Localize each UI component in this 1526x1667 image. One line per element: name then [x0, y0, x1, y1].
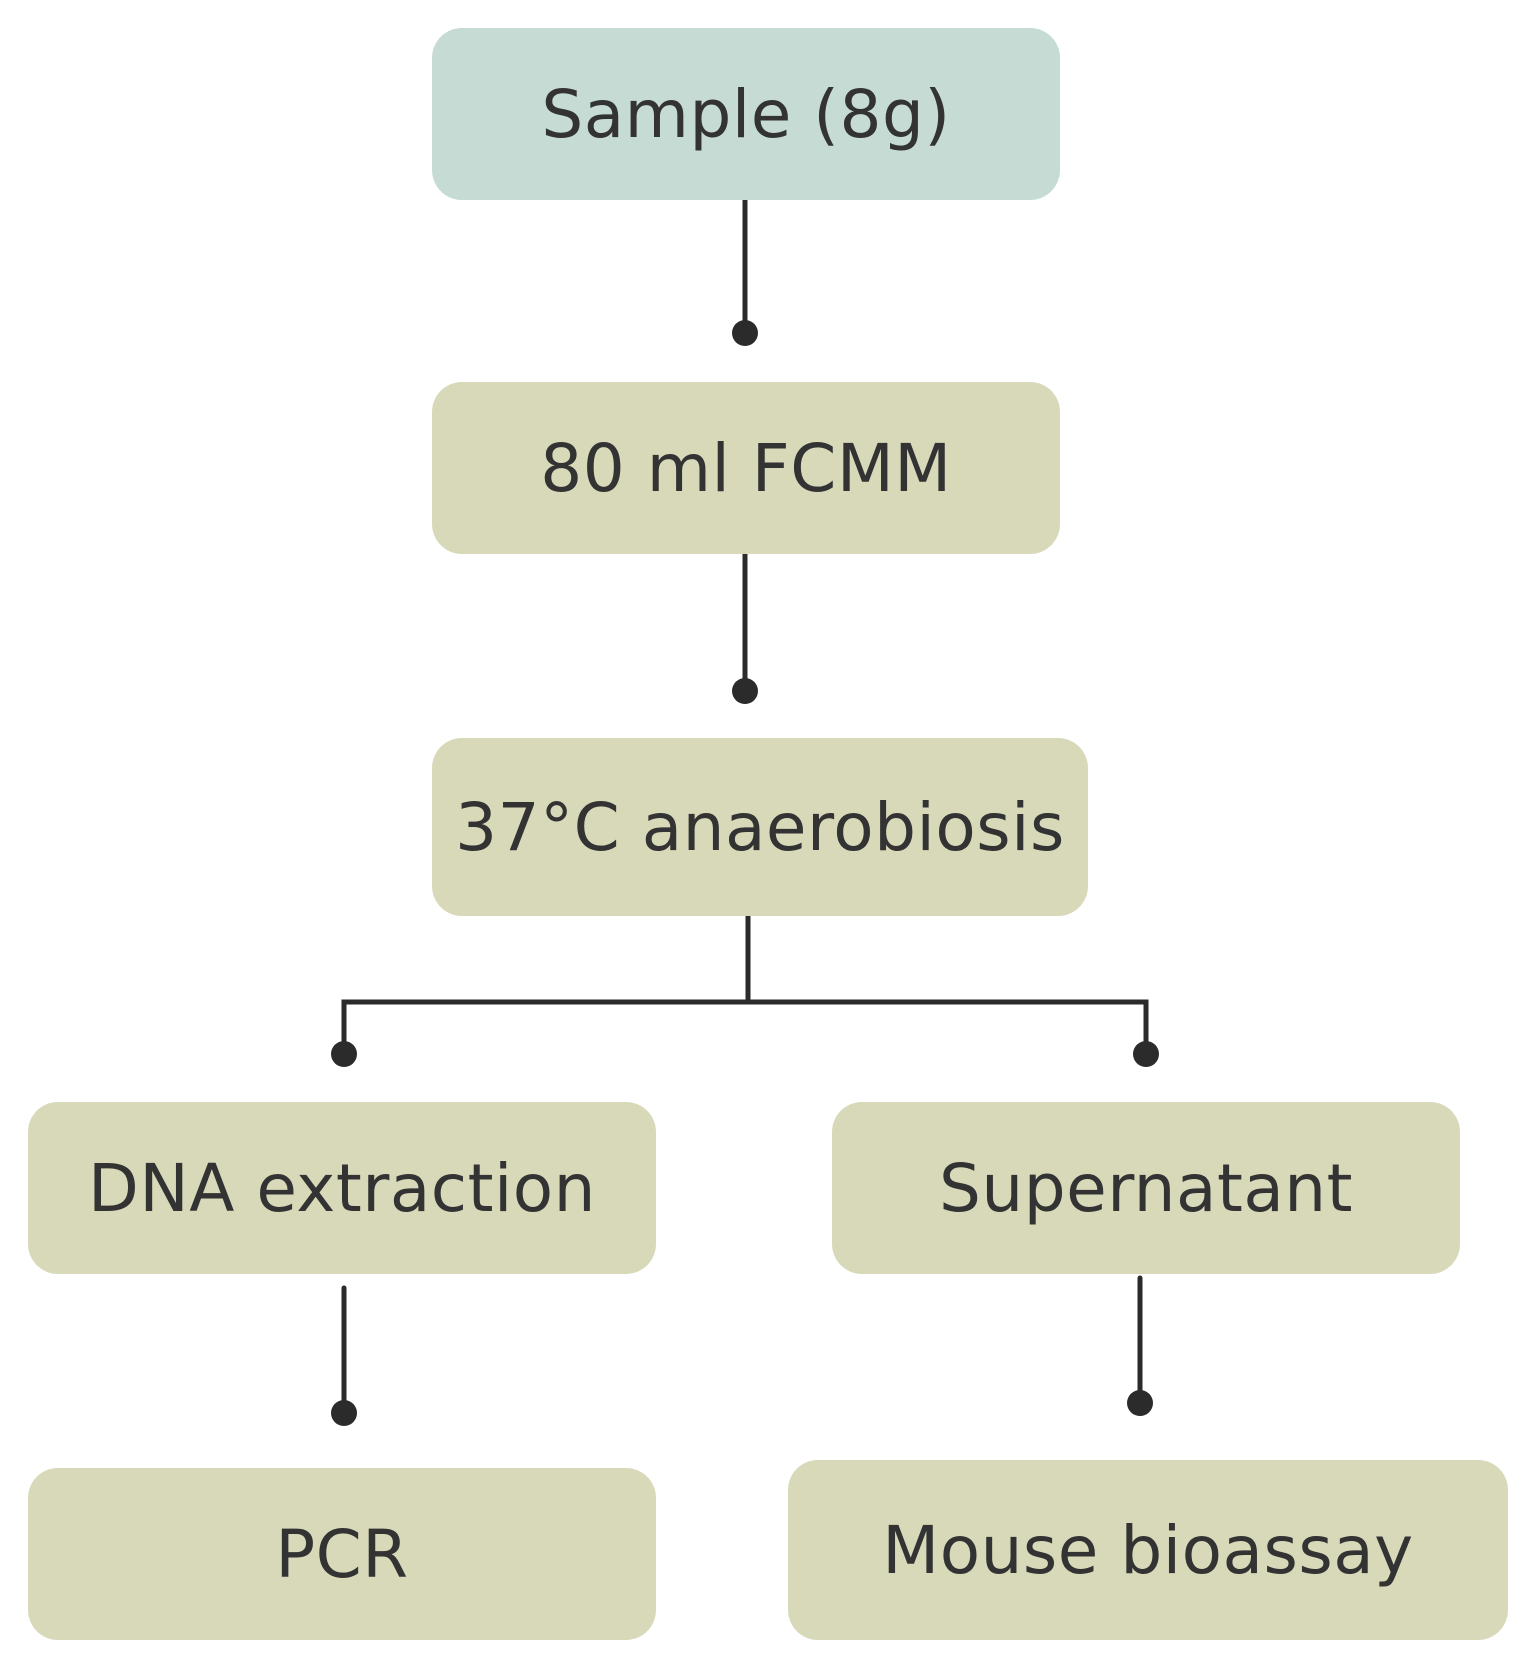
- node-mouse-bioassay: Mouse bioassay: [788, 1460, 1508, 1640]
- connector-dot-pcr: [331, 1400, 357, 1426]
- node-supernatant-label: Supernatant: [938, 1149, 1353, 1227]
- node-pcr: PCR: [28, 1468, 656, 1640]
- node-supernatant: Supernatant: [832, 1102, 1460, 1274]
- connector-dot-anaerobiosis: [732, 678, 758, 704]
- node-fcmm-label: 80 ml FCMM: [540, 429, 952, 507]
- connector-dot-dna-extraction: [331, 1041, 357, 1067]
- node-sample-label: Sample (8g): [541, 75, 951, 153]
- connector-branch-bar: [341, 999, 1149, 1055]
- connector-dot-mouse-bioassay: [1127, 1390, 1153, 1416]
- node-mouse-bioassay-label: Mouse bioassay: [882, 1511, 1414, 1589]
- node-anaerobiosis-label: 37°C anaerobiosis: [455, 788, 1065, 866]
- node-dna-extraction-label: DNA extraction: [88, 1149, 596, 1227]
- node-anaerobiosis: 37°C anaerobiosis: [432, 738, 1088, 916]
- node-sample: Sample (8g): [432, 28, 1060, 200]
- node-dna-extraction: DNA extraction: [28, 1102, 656, 1274]
- node-fcmm: 80 ml FCMM: [432, 382, 1060, 554]
- node-pcr-label: PCR: [275, 1515, 409, 1593]
- connector-dot-fcmm: [732, 320, 758, 346]
- connector-dot-supernatant: [1133, 1041, 1159, 1067]
